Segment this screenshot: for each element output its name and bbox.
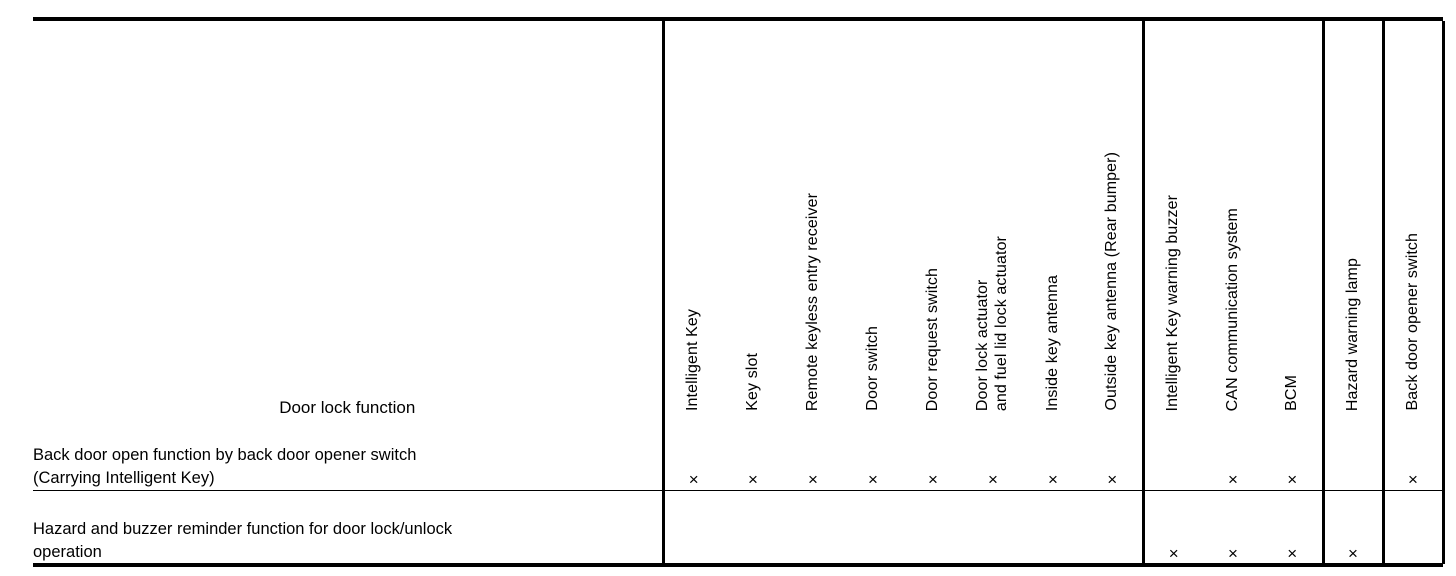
table-row: Hazard and buzzer reminder function for … xyxy=(33,490,1445,565)
cross-mark-icon: × xyxy=(1287,544,1298,563)
matrix-cell-r1-c3: × xyxy=(783,418,843,491)
cross-mark-icon: × xyxy=(928,470,938,489)
matrix-cell-r2-c8 xyxy=(1083,491,1143,565)
cross-mark-icon: × xyxy=(1048,470,1058,489)
cross-mark-icon: × xyxy=(1408,470,1418,489)
table-top-rule xyxy=(33,17,1443,21)
column-header-8: Outside key antenna (Rear bumper) xyxy=(1083,21,1143,418)
column-header-label: Intelligent Key xyxy=(684,308,702,411)
matrix-cell-r2-c2 xyxy=(723,491,783,565)
column-header-label: Hazard warning lamp xyxy=(1343,257,1361,411)
column-header-label: Key slot xyxy=(743,353,761,411)
column-header-label: Door lock actuator and fuel lid lock act… xyxy=(974,235,1010,411)
column-header-rotated-wrap: Door lock actuator and fuel lid lock act… xyxy=(963,31,1023,411)
cross-mark-icon: × xyxy=(1228,470,1238,489)
cross-mark-icon: × xyxy=(1348,544,1358,563)
column-header-5: Door request switch xyxy=(903,21,963,418)
matrix-cell-r1-c5: × xyxy=(903,418,963,491)
column-header-rotated-wrap: Back door opener switch xyxy=(1385,31,1442,411)
cross-mark-icon: × xyxy=(748,470,758,489)
table-bottom-rule xyxy=(33,563,1443,567)
matrix-cell-r1-c1: × xyxy=(661,418,723,491)
matrix-cell-r1-c4: × xyxy=(843,418,903,491)
column-header-rotated-wrap: Hazard warning lamp xyxy=(1325,31,1382,411)
matrix-cell-r1-c13: × xyxy=(1381,418,1445,491)
matrix-cell-r2-c1 xyxy=(661,490,723,564)
column-header-9: Intelligent Key warning buzzer xyxy=(1141,21,1204,418)
cross-mark-icon: × xyxy=(1287,470,1298,489)
column-header-rotated-wrap: Door switch xyxy=(843,31,903,411)
column-header-rotated-wrap: Outside key antenna (Rear bumper) xyxy=(1083,31,1142,411)
column-header-label: Outside key antenna (Rear bumper) xyxy=(1102,152,1120,411)
column-header-label: Door switch xyxy=(863,326,881,411)
column-header-13: Back door opener switch xyxy=(1381,21,1445,418)
matrix-cell-r2-c13 xyxy=(1381,490,1445,564)
cross-mark-icon: × xyxy=(1107,470,1118,489)
column-header-rotated-wrap: Key slot xyxy=(723,31,783,411)
matrix-cell-r1-c11: × xyxy=(1263,418,1323,491)
table-row: Back door open function by back door ope… xyxy=(33,418,1445,491)
matrix-cell-r1-c7: × xyxy=(1023,418,1083,491)
matrix-cell-r1-c8: × xyxy=(1083,418,1143,491)
cross-mark-icon: × xyxy=(1168,544,1179,563)
column-header-label: BCM xyxy=(1282,375,1300,411)
row-label: Hazard and buzzer reminder function for … xyxy=(33,520,453,562)
column-header-label: Intelligent Key warning buzzer xyxy=(1164,194,1182,411)
column-header-rotated-wrap: Door request switch xyxy=(903,31,963,411)
matrix-cell-r1-c2: × xyxy=(723,418,783,491)
matrix-cell-r1-c6: × xyxy=(963,418,1023,491)
matrix-cell-r1-c12 xyxy=(1321,418,1383,491)
matrix-cell-r2-c4 xyxy=(843,491,903,565)
column-header-7: Inside key antenna xyxy=(1023,21,1083,418)
matrix-cell-r1-c10: × xyxy=(1203,418,1263,491)
column-header-6: Door lock actuator and fuel lid lock act… xyxy=(963,21,1023,418)
column-header-label: Door request switch xyxy=(923,267,941,411)
matrix-table: Door lock function Intelligent Key Key slo… xyxy=(33,21,1445,564)
matrix-cell-r1-c9 xyxy=(1141,418,1203,491)
row-header-title: Door lock function xyxy=(279,398,416,417)
column-header-label: Back door opener switch xyxy=(1403,233,1421,411)
column-header-rotated-wrap: Inside key antenna xyxy=(1023,31,1083,411)
column-header-label: Remote keyless entry receiver xyxy=(803,192,821,411)
cross-mark-icon: × xyxy=(988,470,998,489)
column-header-label: CAN communication system xyxy=(1223,207,1241,411)
door-lock-function-matrix-table: Door lock function Intelligent Key Key slo… xyxy=(33,17,1445,567)
column-header-2: Key slot xyxy=(723,21,783,418)
matrix-cell-r2-c10: × xyxy=(1203,491,1263,565)
column-header-11: BCM xyxy=(1263,21,1323,418)
cross-mark-icon: × xyxy=(688,470,699,489)
matrix-cell-r2-c9: × xyxy=(1141,490,1203,564)
cross-mark-icon: × xyxy=(868,470,878,489)
matrix-cell-r2-c5 xyxy=(903,491,963,565)
matrix-cell-r2-c6 xyxy=(963,491,1023,565)
table-header-row: Door lock function Intelligent Key Key slo… xyxy=(33,21,1445,418)
column-header-12: Hazard warning lamp xyxy=(1321,21,1383,418)
column-header-rotated-wrap: Intelligent Key warning buzzer xyxy=(1145,31,1204,411)
column-header-label: Inside key antenna xyxy=(1043,274,1061,411)
matrix-cell-r2-c7 xyxy=(1023,491,1083,565)
column-header-rotated-wrap: CAN communication system xyxy=(1203,31,1263,411)
matrix-cell-r2-c12: × xyxy=(1321,490,1383,564)
column-header-rotated-wrap: Intelligent Key xyxy=(665,31,724,411)
column-header-4: Door switch xyxy=(843,21,903,418)
column-header-3: Remote keyless entry receiver xyxy=(783,21,843,418)
cross-mark-icon: × xyxy=(1228,544,1238,563)
column-header-1: Intelligent Key xyxy=(661,21,724,418)
column-header-rotated-wrap: Remote keyless entry receiver xyxy=(783,31,843,411)
cross-mark-icon: × xyxy=(808,470,818,489)
column-header-rotated-wrap: BCM xyxy=(1263,31,1322,411)
matrix-cell-r2-c3 xyxy=(783,491,843,565)
row-label: Back door open function by back door ope… xyxy=(33,418,663,491)
column-header-10: CAN communication system xyxy=(1203,21,1263,418)
matrix-cell-r2-c11: × xyxy=(1263,491,1323,565)
